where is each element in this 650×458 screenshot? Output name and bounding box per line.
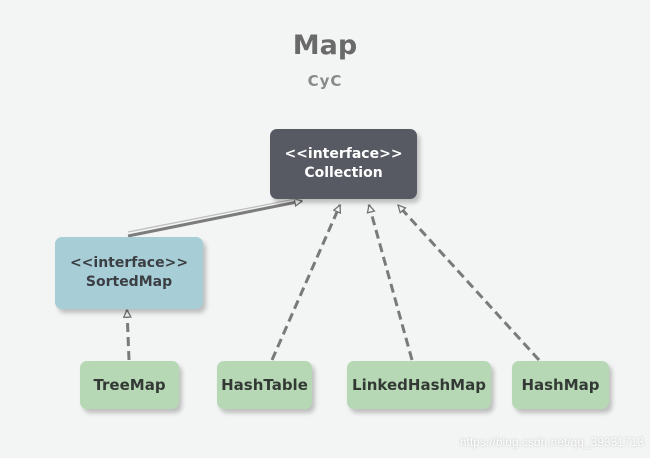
treemap-label: TreeMap bbox=[93, 375, 166, 394]
watermark-text: https://blog.csdn.net/qq_39331713 bbox=[459, 435, 644, 449]
edge-sortedmap-to-collection bbox=[127, 201, 302, 238]
sortedmap-label: SortedMap bbox=[85, 274, 173, 290]
diagram-title: Map bbox=[292, 30, 358, 61]
edge-hashmap-to-collection bbox=[396, 205, 541, 362]
sortedmap-stereotype: <<interface>> bbox=[69, 255, 189, 271]
edge-treemap-to-sortedmap bbox=[127, 310, 129, 361]
edge-hashtable-to-collection bbox=[270, 205, 342, 361]
linkedhashmap-label: LinkedHashMap bbox=[352, 375, 486, 394]
collection-label: Collection bbox=[304, 165, 383, 181]
diagram-subtitle: CyC bbox=[307, 72, 343, 90]
hashtable-label: HashTable bbox=[221, 375, 308, 394]
collection-interface-node: <<interface>> Collection bbox=[270, 129, 417, 199]
linkedhashmap-class-node: LinkedHashMap bbox=[347, 361, 491, 409]
edge-linkedhashmap-to-collection bbox=[369, 205, 414, 361]
treemap-class-node: TreeMap bbox=[80, 361, 179, 409]
sortedmap-interface-node: <<interface>> SortedMap bbox=[55, 237, 203, 309]
hashmap-label: HashMap bbox=[521, 375, 600, 394]
collection-stereotype: <<interface>> bbox=[284, 146, 403, 162]
hashtable-class-node: HashTable bbox=[217, 361, 312, 409]
hashmap-class-node: HashMap bbox=[512, 361, 609, 409]
